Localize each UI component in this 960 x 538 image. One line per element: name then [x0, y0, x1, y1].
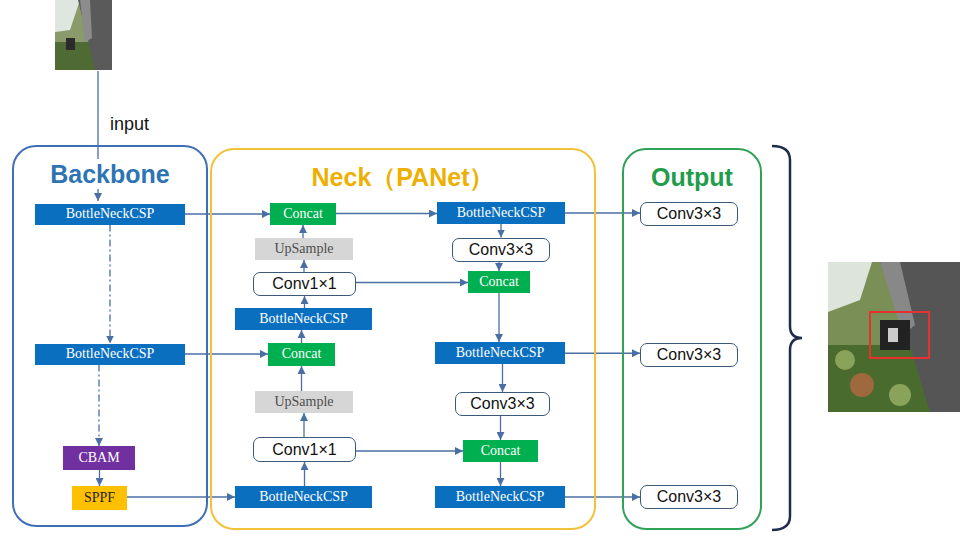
conv-box: Conv3×3	[640, 485, 738, 509]
photo-object	[880, 320, 910, 350]
stage-panel: OutputConv3×3Conv3×3Conv3×3	[622, 148, 762, 530]
csp-block: BottleNeckCSP	[235, 486, 372, 508]
concat-block: Concat	[468, 271, 530, 293]
photo-beam	[78, 0, 112, 70]
detection-box	[870, 312, 929, 358]
stage-panel: BackboneBottleNeckCSP BottleNeckCSP CBAM SP…	[12, 145, 208, 527]
block-label: SPPF	[84, 490, 115, 507]
connector	[500, 462, 501, 486]
block-label: Conv3×3	[657, 204, 722, 223]
connector	[301, 330, 302, 343]
block-label: Conv3×3	[470, 394, 535, 413]
bracket	[772, 146, 802, 530]
connector	[565, 212, 640, 213]
connector	[498, 262, 499, 272]
block-label: BottleNeckCSP	[456, 345, 545, 362]
block-label: BottleNeckCSP	[259, 311, 348, 328]
photo-ground	[828, 262, 960, 412]
connector	[565, 496, 640, 497]
photo-bush	[835, 350, 855, 370]
connector	[356, 282, 468, 283]
input-photo	[55, 0, 112, 70]
upsample-block: UpSample	[255, 391, 353, 413]
block-label: BottleNeckCSP	[66, 206, 155, 223]
connector	[303, 260, 304, 272]
block-label: Conv3×3	[657, 487, 722, 506]
photo-sky	[828, 262, 872, 312]
csp-block: BottleNeckCSP	[435, 486, 565, 508]
photo-sky	[55, 0, 80, 32]
conv-box: Conv1×1	[253, 272, 356, 296]
panel-title: Neck（PANet）	[308, 162, 499, 192]
connector	[565, 353, 640, 354]
csp-block: BottleNeckCSP	[435, 342, 565, 364]
attention-block: CBAM	[63, 446, 135, 470]
connector	[303, 413, 304, 437]
block-label: Conv3×3	[469, 240, 534, 259]
conv-box: Conv3×3	[452, 238, 550, 262]
photo-object	[66, 38, 75, 50]
photo-beam	[880, 262, 960, 412]
concat-block: Concat	[270, 203, 336, 225]
block-label: BottleNeckCSP	[456, 489, 545, 506]
block-label: BottleNeckCSP	[66, 346, 155, 363]
upsample-block: UpSample	[255, 238, 353, 260]
connector	[500, 224, 501, 238]
photo-ground	[55, 0, 112, 70]
block-label: CBAM	[78, 450, 119, 467]
block-label: Conv1×1	[272, 274, 337, 293]
connector	[304, 296, 305, 308]
connector	[98, 365, 99, 447]
connector	[336, 213, 437, 214]
block-label: BottleNeckCSP	[259, 489, 348, 506]
block-label: Concat	[282, 346, 322, 363]
connector	[301, 366, 302, 391]
output-photo	[828, 262, 960, 412]
csp-block: BottleNeckCSP	[35, 344, 185, 365]
photo-bush	[889, 384, 911, 406]
pooling-block: SPPF	[72, 486, 127, 510]
stage-panel: Neck（PANet）ConcatBottleNeckCSPUpSampleCo…	[210, 148, 596, 530]
csp-block: BottleNeckCSP	[437, 202, 565, 224]
block-label: BottleNeckCSP	[457, 205, 546, 222]
input-label: input	[110, 114, 149, 136]
panel-title: Output	[647, 162, 737, 192]
block-label: Conv1×1	[272, 440, 337, 459]
conv-box: Conv3×3	[455, 392, 550, 416]
photo-object-light	[888, 328, 898, 342]
connector	[109, 225, 110, 344]
connector	[304, 462, 305, 486]
conv-box: Conv3×3	[640, 202, 738, 226]
block-label: Conv3×3	[657, 345, 722, 364]
photo-beam-face	[80, 0, 92, 42]
connector	[185, 213, 270, 214]
photo-bush	[850, 373, 874, 397]
block-label: Concat	[481, 443, 521, 460]
concat-block: Concat	[463, 440, 538, 462]
block-label: UpSample	[274, 241, 333, 258]
concat-block: Concat	[268, 343, 335, 366]
connector	[498, 293, 499, 342]
connector	[302, 225, 303, 238]
connector	[127, 496, 235, 497]
conv-box: Conv3×3	[640, 343, 738, 367]
connector	[356, 450, 463, 451]
csp-block: BottleNeckCSP	[35, 204, 185, 225]
block-label: Concat	[479, 274, 519, 291]
panel-title: Backbone	[46, 159, 173, 189]
connector	[185, 353, 268, 354]
connector	[500, 416, 501, 440]
block-label: Concat	[283, 206, 323, 223]
conv-box: Conv1×1	[253, 437, 356, 462]
connector	[99, 470, 100, 486]
csp-block: BottleNeckCSP	[235, 308, 372, 330]
block-label: UpSample	[274, 394, 333, 411]
connector	[502, 364, 503, 392]
